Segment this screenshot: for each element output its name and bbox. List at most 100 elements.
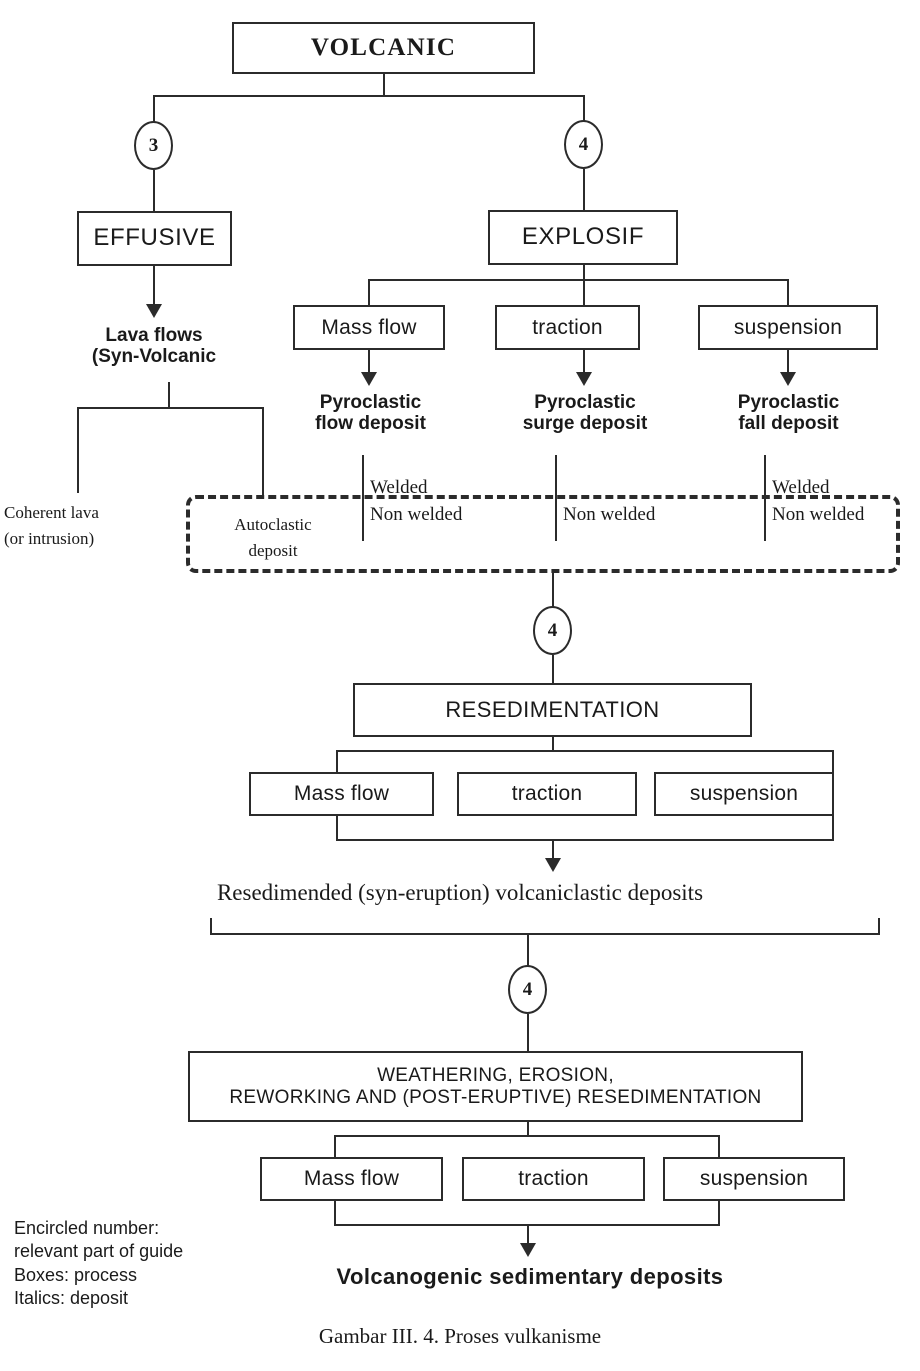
- edge-lava-fork: [77, 407, 264, 409]
- process-weathering-mass-flow[interactable]: Mass flow: [260, 1157, 443, 1201]
- edge-explosif-stem: [583, 265, 585, 280]
- legend-line-encircled-number: Encircled number:: [14, 1218, 160, 1238]
- edge-to-marker-4: [583, 95, 585, 122]
- process-explosif-mass-flow-label: Mass flow: [321, 315, 417, 339]
- edge-resed-split-stem: [552, 737, 554, 751]
- legend-line-boxes: Boxes: process: [14, 1264, 138, 1285]
- deposit-pyroclastic-surge-line2: surge deposit: [522, 413, 648, 435]
- deposit-pyroclastic-surge: Pyroclastic surge deposit: [495, 392, 675, 435]
- marker-4-weathering: 4: [508, 965, 547, 1014]
- process-explosif-suspension-label: suspension: [733, 315, 843, 339]
- label-autoclastic-deposit-line2: deposit: [248, 540, 298, 560]
- edge-weathering-stem: [527, 1122, 529, 1136]
- process-explosif-traction-label: traction: [532, 315, 603, 339]
- deposit-pyroclastic-fall-line2: fall deposit: [738, 413, 839, 435]
- label-coherent-lava-line2: (or intrusion): [4, 528, 95, 548]
- label-welded-fall-text: Welded: [772, 477, 830, 498]
- process-weathering-suspension-label: suspension: [699, 1167, 809, 1191]
- group-syn-eruptive-deposits: [186, 495, 900, 573]
- edge-lava-stem: [168, 382, 170, 408]
- edge-massflow-to-pyroflow: [368, 350, 370, 375]
- edge-volcanic-split: [153, 95, 585, 97]
- edge-weathering-to-suspension: [718, 1135, 720, 1157]
- marker-3-label: 3: [148, 134, 159, 156]
- figure-caption-text: Gambar III. 4. Proses vulkanisme: [318, 1324, 602, 1348]
- edge-marker4c-to-weathering: [527, 1014, 529, 1052]
- arrow-weathering-to-outcome: [520, 1243, 536, 1257]
- node-resedimentation[interactable]: RESEDIMENTATION: [353, 683, 752, 737]
- label-nonwelded-surge-text: Non welded: [563, 504, 656, 525]
- process-resed-mass-flow[interactable]: Mass flow: [249, 772, 434, 816]
- marker-4-explosif: 4: [564, 120, 603, 169]
- process-resed-suspension[interactable]: suspension: [654, 772, 834, 816]
- edge-resed-to-suspension: [832, 750, 834, 772]
- edge-resed-merge-stem: [552, 839, 554, 861]
- edge-lava-fork-right: [262, 407, 264, 496]
- process-resed-traction-label: traction: [511, 782, 583, 806]
- deposit-pyroclastic-flow-line2: flow deposit: [315, 413, 426, 435]
- edge-weathering-suspension-down: [718, 1201, 720, 1225]
- marker-4-resedimentation: 4: [533, 606, 572, 655]
- node-weathering-line1: WEATHERING, EROSION,: [377, 1065, 614, 1087]
- label-welded-flow-text: Welded: [370, 477, 428, 498]
- node-resedimentation-label: RESEDIMENTATION: [445, 696, 660, 722]
- node-effusive[interactable]: EFFUSIVE: [77, 211, 232, 266]
- outcome-resedimended-deposits-text: Resedimended (syn-eruption) volcaniclast…: [216, 880, 704, 905]
- process-explosif-mass-flow[interactable]: Mass flow: [293, 305, 445, 350]
- deposit-pyroclastic-fall-line1: Pyroclastic: [737, 392, 840, 413]
- label-nonwelded-flow-text: Non welded: [370, 504, 463, 525]
- label-nonwelded-fall-text: Non welded: [772, 504, 865, 525]
- label-lava-flows: Lava flows (Syn-Volcanic: [14, 325, 294, 368]
- process-weathering-traction[interactable]: traction: [462, 1157, 645, 1201]
- process-resed-traction[interactable]: traction: [457, 772, 637, 816]
- process-explosif-suspension[interactable]: suspension: [698, 305, 878, 350]
- label-autoclastic-deposit-line1: Autoclastic: [234, 515, 312, 534]
- edge-resed-merge: [336, 839, 834, 841]
- arrow-traction-to-pyrosurge: [576, 372, 592, 386]
- edge-group-to-marker4b: [552, 573, 554, 607]
- arrow-resed-to-outcome: [545, 858, 561, 872]
- deposit-pyroclastic-flow-line1: Pyroclastic: [319, 392, 422, 413]
- arrow-suspension-to-pyrofall: [780, 372, 796, 386]
- label-lava-flows-line1: Lava flows: [105, 325, 203, 346]
- label-coherent-lava: Coherent lava (or intrusion): [4, 500, 164, 551]
- label-welded-flow: Welded: [370, 477, 500, 498]
- legend: Encircled number: relevant part of guide…: [14, 1217, 264, 1311]
- node-weathering-line2: REWORKING AND (POST-ERUPTIVE) RESEDIMENT…: [229, 1086, 762, 1108]
- outcome-volcanogenic-deposits: Volcanogenic sedimentary deposits: [190, 1264, 870, 1290]
- label-nonwelded-fall: Non welded: [772, 504, 920, 525]
- process-weathering-suspension[interactable]: suspension: [663, 1157, 845, 1201]
- edge-explosif-to-traction: [583, 279, 585, 305]
- marker-3-effusive: 3: [134, 121, 173, 170]
- process-explosif-traction[interactable]: traction: [495, 305, 640, 350]
- edge-weathering-split: [334, 1135, 720, 1137]
- edge-bracket-to-marker4c: [527, 933, 529, 966]
- edge-weathering-massflow-down: [334, 1201, 336, 1225]
- edge-volcanic-stem: [383, 74, 385, 96]
- figure-caption: Gambar III. 4. Proses vulkanisme: [0, 1324, 920, 1349]
- arrow-massflow-to-pyroflow: [361, 372, 377, 386]
- edge-marker4b-to-resed: [552, 655, 554, 683]
- node-volcanic-label: VOLCANIC: [310, 34, 457, 61]
- edge-resed-massflow-down: [336, 816, 338, 840]
- outcome-resedimended-deposits: Resedimended (syn-eruption) volcaniclast…: [60, 880, 860, 906]
- legend-line-italics: Italics: deposit: [14, 1288, 129, 1309]
- edge-weathering-merge-stem: [527, 1224, 529, 1246]
- node-explosif-label: EXPLOSIF: [521, 223, 645, 251]
- edge-explosif-to-suspension: [787, 279, 789, 305]
- edge-resed-suspension-down: [832, 816, 834, 840]
- label-nonwelded-flow: Non welded: [370, 504, 520, 525]
- label-lava-flows-line2: (Syn-Volcanic: [91, 346, 217, 368]
- node-explosif[interactable]: EXPLOSIF: [488, 210, 678, 265]
- edge-weathering-to-massflow: [334, 1135, 336, 1157]
- edge-marker3-effusive: [153, 170, 155, 211]
- label-autoclastic-deposit: Autoclastic deposit: [203, 512, 343, 563]
- process-resed-mass-flow-label: Mass flow: [293, 782, 390, 806]
- node-volcanic[interactable]: VOLCANIC: [232, 22, 535, 74]
- node-weathering[interactable]: WEATHERING, EROSION, REWORKING AND (POST…: [188, 1051, 803, 1122]
- edge-lava-fork-left: [77, 407, 79, 493]
- marker-4-weathering-label: 4: [522, 978, 533, 1000]
- deposit-pyroclastic-flow: Pyroclastic flow deposit: [288, 392, 453, 435]
- outcome-volcanogenic-deposits-text: Volcanogenic sedimentary deposits: [336, 1264, 724, 1289]
